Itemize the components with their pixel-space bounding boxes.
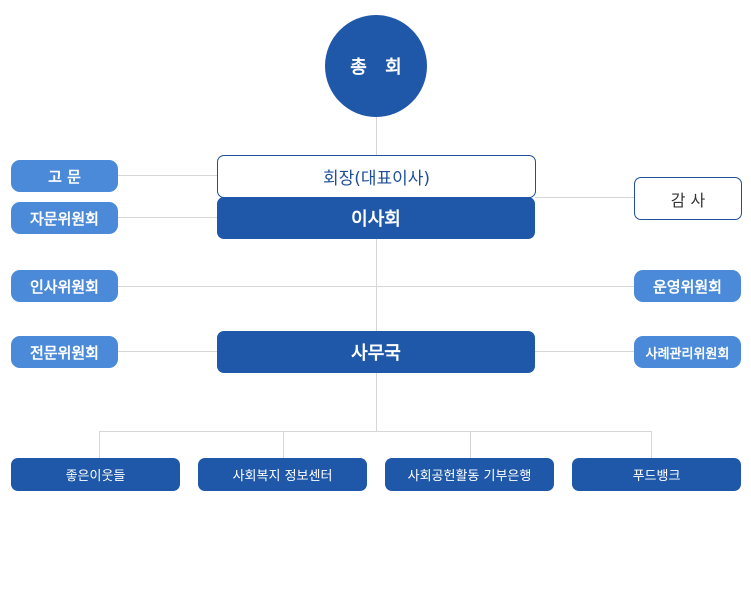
auditor-node: 감 사 [634,177,742,220]
board-node: 이사회 [217,197,535,239]
connector-auditor [535,197,635,198]
connector-bottom-horizontal [99,431,652,432]
bottom-node-donation-bank: 사회공헌활동 기부은행 [385,458,554,491]
bottom-node-good-neighbors: 좋은이웃들 [11,458,180,491]
general-assembly-node: 총 회 [325,15,427,117]
connector-bottom-2 [283,431,284,459]
advisor-node: 고 문 [11,160,118,192]
advisory-committee-node: 자문위원회 [11,202,118,234]
hr-committee-node: 인사위원회 [11,270,118,302]
connector-case-committee [535,351,635,352]
connector-vertical-main [376,117,377,432]
connector-hr-operations [118,286,635,287]
secretariat-node: 사무국 [217,331,535,373]
connector-bottom-3 [470,431,471,459]
connector-bottom-4 [651,431,652,459]
expert-committee-node: 전문위원회 [11,336,118,368]
bottom-node-food-bank: 푸드뱅크 [572,458,741,491]
operations-committee-node: 운영위원회 [634,270,741,302]
chairman-node: 회장(대표이사) [217,155,536,198]
connector-expert-committee [118,351,218,352]
connector-advisor [118,175,218,176]
bottom-node-welfare-info-center: 사회복지 정보센터 [198,458,367,491]
case-committee-node: 사례관리위원회 [634,336,741,368]
connector-bottom-1 [99,431,100,459]
connector-advisory-committee [118,217,218,218]
